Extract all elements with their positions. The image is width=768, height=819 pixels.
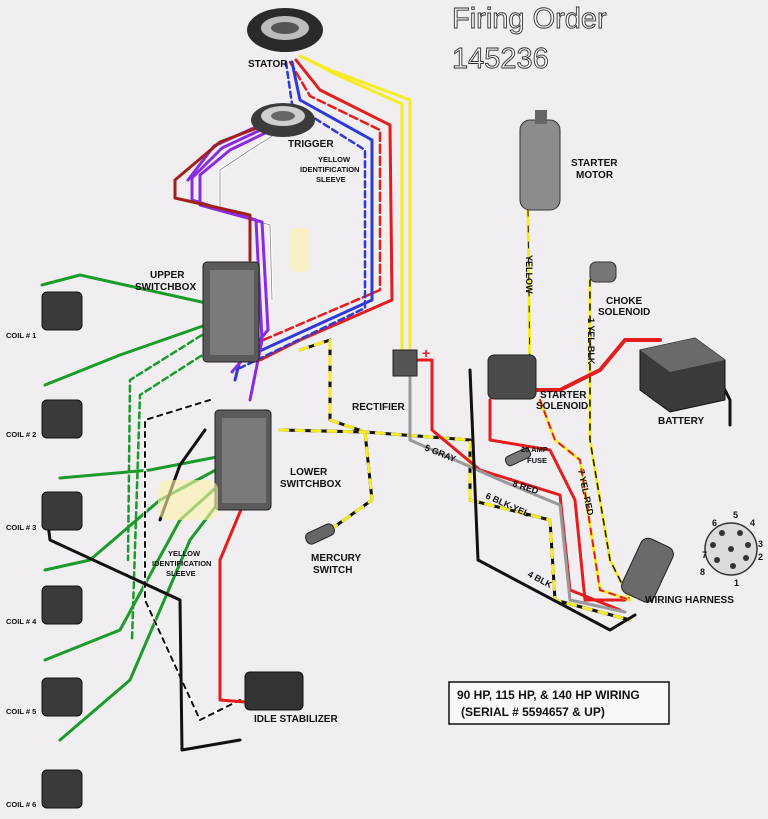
upper-switchbox-label-2: SWITCHBOX: [135, 282, 196, 293]
battery: [639, 337, 726, 413]
coil-4-label: COIL # 4: [6, 617, 37, 626]
wire-yel-red-dash: [539, 399, 631, 601]
lower-switchbox-label-2: SWITCHBOX: [280, 479, 341, 490]
starter-solenoid-label-1: STARTER: [540, 390, 587, 401]
wiring-harness-plug: [621, 537, 674, 603]
pin-2-label: 2: [758, 552, 763, 562]
battery-label: BATTERY: [658, 416, 704, 427]
note-line1: 90 HP, 115 HP, & 140 HP WIRING: [457, 688, 640, 702]
choke-solenoid: [589, 261, 617, 283]
sleeve-highlights: [158, 228, 310, 520]
title-line1: Firing Order: [452, 3, 607, 35]
pin-5-label: 5: [733, 510, 738, 520]
wire-yellow-stator-2: [303, 56, 404, 354]
coil-3-label: COIL # 3: [6, 523, 36, 532]
note-box: [448, 681, 670, 725]
mercury-switch: [305, 523, 335, 545]
wire-green-coil3: [58, 454, 224, 480]
pin-6-label: 6: [712, 518, 717, 528]
stator-label: STATOR: [248, 59, 288, 70]
wire-label-yel-blk: 1 YEL-BLK: [586, 318, 596, 365]
wire-blk-yel-main-dash: [298, 338, 472, 502]
wire-green-white-2: [130, 343, 220, 642]
sleeve-top-line3: SLEEVE: [316, 175, 346, 184]
fuse-label-2: FUSE: [527, 456, 547, 465]
wire-red-battery: [518, 338, 662, 392]
choke-solenoid-label-2: SOLENOID: [598, 307, 650, 318]
wire-purple-2: [190, 116, 288, 402]
idle-stabilizer-label: IDLE STABILIZER: [254, 714, 338, 725]
trigger: [251, 103, 315, 137]
wire-white-stabilizer-dash: [144, 399, 241, 721]
upper-switchbox-label-1: UPPER: [150, 270, 185, 281]
trigger-label: TRIGGER: [288, 139, 334, 150]
wire-label-red: 8 RED: [511, 478, 540, 496]
starter-motor: [519, 110, 561, 211]
wire-blk-yel-lower-dash: [278, 428, 367, 434]
plus-sign: +: [422, 345, 430, 361]
wiring-harness-label: WIRING HARNESS: [645, 595, 734, 606]
lower-switchbox: [214, 409, 272, 511]
wire-blk-yel-harness-dash: [468, 498, 632, 622]
fuse-label-1: 20 AMP: [521, 445, 548, 454]
choke-solenoid-label-1: CHOKE: [606, 296, 642, 307]
mercury-switch-label-1: MERCURY: [311, 553, 362, 564]
coil-6-label: COIL # 6: [6, 800, 36, 809]
sleeve-bottom-line3: SLEEVE: [166, 569, 196, 578]
lower-switchbox-label-1: LOWER: [290, 467, 328, 478]
wires: [40, 54, 732, 752]
sleeve-bottom-line1: YELLOW: [168, 549, 201, 558]
wire-gray: [408, 373, 627, 614]
idle-stabilizer: [244, 671, 304, 711]
mercury-switch-label-2: SWITCH: [313, 565, 352, 576]
harness-connector-face: [704, 522, 758, 576]
upper-switchbox: [202, 261, 260, 363]
sleeve-bottom-line2: IDENTIFICATION: [152, 559, 211, 568]
stator: [247, 8, 323, 52]
coil-2-label: COIL # 2: [6, 430, 36, 439]
pin-4-label: 4: [750, 518, 755, 528]
sleeve-top-line2: IDENTIFICATION: [300, 165, 359, 174]
wire-yellow-starter-dash: [527, 209, 531, 381]
note-line2: (SERIAL # 5594657 & UP): [461, 705, 605, 719]
starter-solenoid-label-2: SOLENOID: [536, 401, 588, 412]
wire-blk-yel-mercury-dash: [328, 430, 374, 532]
coil-5-label: COIL # 5: [6, 707, 36, 716]
coils: [41, 291, 83, 809]
wire-blk-yel-harness: [468, 498, 632, 622]
coil-1-label: COIL # 1: [6, 331, 36, 340]
pin-7-label: 7: [702, 550, 707, 560]
title-line2: 145236: [452, 43, 549, 75]
wire-red-stator-2: [238, 60, 382, 352]
wire-label-yel-red: 7 YEL-RED: [576, 468, 596, 516]
wire-brown: [173, 118, 280, 262]
sleeve-top-line1: YELLOW: [318, 155, 351, 164]
wire-black-harness: [468, 368, 637, 632]
rectifier-label: RECTIFIER: [352, 402, 406, 413]
starter-solenoid: [487, 354, 537, 400]
wire-green-coil2: [43, 318, 222, 387]
fuse: [504, 447, 532, 467]
starter-motor-label-2: MOTOR: [576, 170, 614, 181]
pin-8-label: 8: [700, 567, 705, 577]
wire-label-yellow: YELLOW: [524, 255, 534, 294]
wire-green-white-1: [126, 328, 212, 562]
pin-1-label: 1: [734, 578, 739, 588]
starter-motor-label-1: STARTER: [571, 158, 618, 169]
rectifier: [392, 349, 418, 377]
wire-white-trigger-1-outline: [219, 119, 299, 301]
pin-3-label: 3: [758, 539, 763, 549]
wire-blue-white: [238, 60, 367, 370]
wire-yel-blk-choke-dash: [589, 279, 631, 601]
wire-green-coil1: [40, 273, 217, 307]
